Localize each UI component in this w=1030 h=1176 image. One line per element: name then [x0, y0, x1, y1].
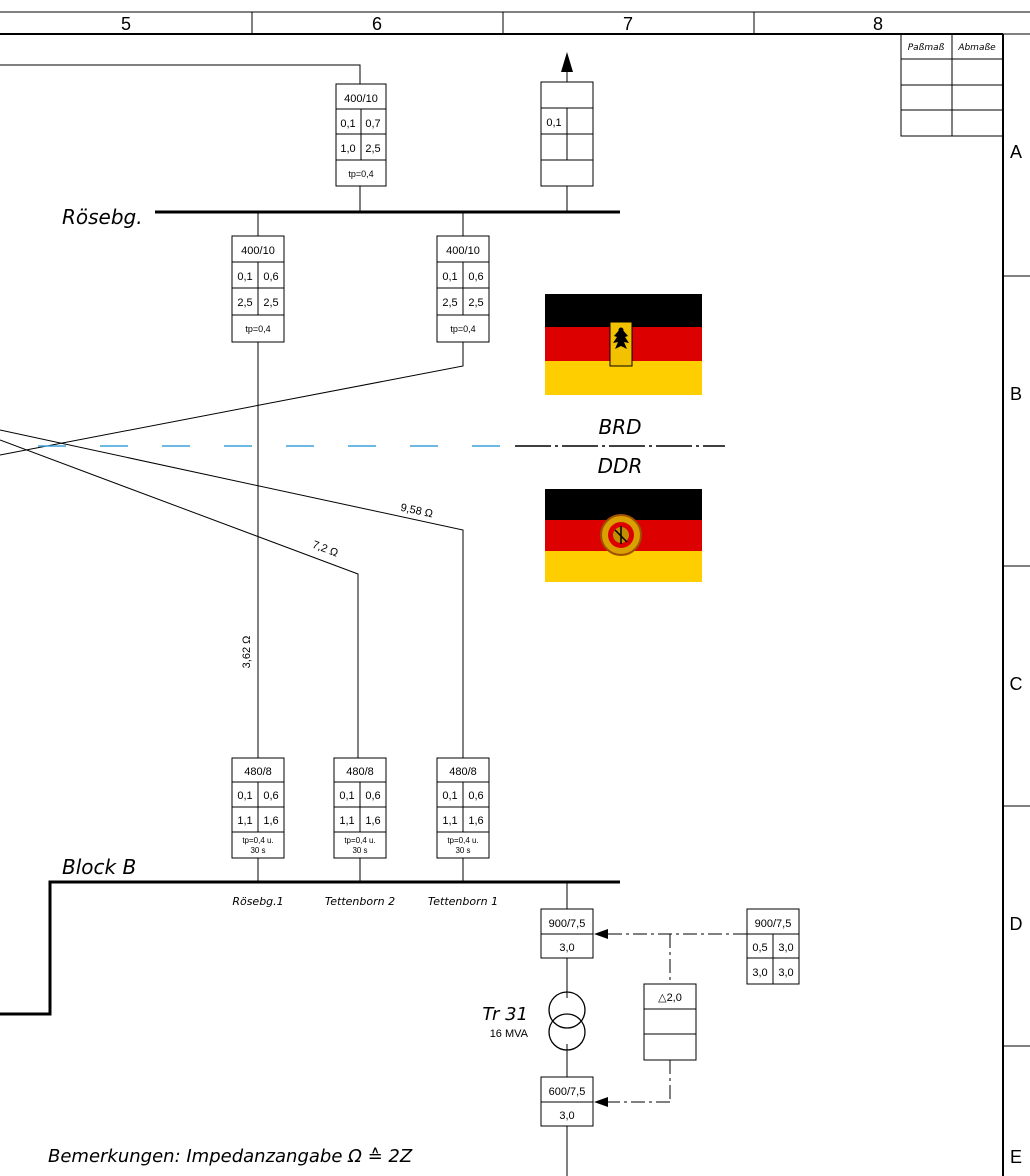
- relay-bot-2-r2c1: 1,1: [339, 815, 354, 827]
- arrow-left-icon: [594, 1097, 608, 1107]
- relay-boxes: [231, 81, 800, 1127]
- relay-mid-a-r1c2: 0,6: [263, 271, 278, 283]
- relay-mid-b-r1c1: 0,1: [442, 271, 457, 283]
- relay-bot-3-r1c2: 0,6: [468, 790, 483, 802]
- impedance-label-z1: 3,62 Ω: [241, 636, 253, 669]
- busbar-block-b: [0, 880, 620, 1016]
- grid-row-b: B: [1010, 384, 1022, 404]
- busbar-block-b-label: Block B: [62, 855, 136, 879]
- relay-mid-b-r1c2: 0,6: [468, 271, 483, 283]
- relay-mid-a-title: 400/10: [241, 245, 275, 257]
- arrow-up-icon: [561, 52, 573, 72]
- feeder-label-tettenborn1: Tettenborn 1: [428, 895, 498, 908]
- connection-lines: [0, 64, 568, 1176]
- relay-mid-a-r1c1: 0,1: [237, 271, 252, 283]
- tolerance-col-deviation: Abmaße: [957, 43, 996, 53]
- relay-tr-hv-title: 900/7,5: [549, 918, 586, 930]
- relay-mid-a-r2c1: 2,5: [237, 297, 252, 309]
- transformer-windings-icon: [548, 991, 586, 1051]
- relay-bot-2-r2c2: 1,6: [365, 815, 380, 827]
- relay-diff-title: 900/7,5: [755, 918, 792, 930]
- relay-mid-a-r2c2: 2,5: [263, 297, 278, 309]
- border-label-ddr: DDR: [598, 454, 643, 478]
- feeder-label-roesebg1: Rösebg.1: [232, 895, 283, 908]
- relay-tr-lv-value: 3,0: [559, 1110, 574, 1122]
- relay-mid-a: [231, 235, 285, 343]
- relay-bot-3-r2c2: 1,6: [468, 815, 483, 827]
- relay-bot-3-title: 480/8: [449, 766, 477, 778]
- relay-tr-lv-title: 600/7,5: [549, 1086, 586, 1098]
- relay-bot-1-foot1: tp=0,4 u.: [242, 836, 273, 845]
- tolerance-col-fit: Paßmaß: [908, 43, 945, 53]
- grid-col-6: 6: [372, 14, 382, 34]
- relay-bot-3-foot2: 30 s: [455, 846, 470, 855]
- control-lines: [600, 933, 747, 1103]
- relay-tr-hv-value: 3,0: [559, 942, 574, 954]
- relay-top-b-r1c1: 0,1: [546, 117, 561, 129]
- remarks-text: Bemerkungen: Impedanzangabe Ω ≙ 2Z: [48, 1146, 413, 1167]
- relay-mid-b-r2c1: 2,5: [442, 297, 457, 309]
- grid-row-a: A: [1010, 142, 1022, 162]
- relay-bot-2: [333, 757, 387, 859]
- busbar-lines: [0, 210, 620, 1016]
- relay-bot-1-r1c1: 0,1: [237, 790, 252, 802]
- relay-bot-2-title: 480/8: [346, 766, 374, 778]
- relay-top-a-r2c1: 1,0: [340, 143, 355, 155]
- relay-bot-3: [436, 757, 490, 859]
- relay-bot-2-foot2: 30 s: [352, 846, 367, 855]
- relay-bot-3-r1c1: 0,1: [442, 790, 457, 802]
- arrow-left-icon: [594, 929, 608, 939]
- impedance-label-z2: 7,2 Ω: [311, 539, 340, 560]
- relay-top-a-title: 400/10: [344, 93, 378, 105]
- relay-bot-3-foot1: tp=0,4 u.: [447, 836, 478, 845]
- relay-bot-3-r2c1: 1,1: [442, 815, 457, 827]
- relay-diff-r1c1: 0,5: [752, 942, 767, 954]
- relay-bot-2-foot1: tp=0,4 u.: [344, 836, 375, 845]
- relay-bot-1-r2c2: 1,6: [263, 815, 278, 827]
- relay-diff-r2c1: 3,0: [752, 967, 767, 979]
- relay-top-a-r1c2: 0,7: [365, 118, 380, 130]
- drawing-frame: [0, 11, 1030, 1176]
- relay-bot-1-r1c2: 0,6: [263, 790, 278, 802]
- relay-delta-title: △2,0: [658, 992, 682, 1004]
- relay-top-a-foot: tp=0,4: [348, 169, 373, 179]
- grid-col-5: 5: [121, 14, 131, 34]
- relay-mid-a-foot: tp=0,4: [245, 324, 270, 334]
- relay-bot-1-title: 480/8: [244, 766, 272, 778]
- relay-mid-b-title: 400/10: [446, 245, 480, 257]
- relay-top-a-r2c2: 2,5: [365, 143, 380, 155]
- relay-bot-2-r1c1: 0,1: [339, 790, 354, 802]
- transformer-rating: 16 MVA: [490, 1028, 529, 1040]
- relay-mid-b: [436, 235, 490, 343]
- relay-diff-r1c2: 3,0: [778, 942, 793, 954]
- grid-col-7: 7: [623, 14, 633, 34]
- border-label-brd: BRD: [598, 415, 641, 439]
- relay-bot-1-foot2: 30 s: [250, 846, 265, 855]
- relay-bot-2-r1c2: 0,6: [365, 790, 380, 802]
- grid-row-d: D: [1010, 914, 1023, 934]
- relay-mid-b-r2c2: 2,5: [468, 297, 483, 309]
- relay-bot-1: [231, 757, 285, 859]
- relay-top-a-r1c1: 0,1: [340, 118, 355, 130]
- relay-diff-r2c2: 3,0: [778, 967, 793, 979]
- grid-col-8: 8: [873, 14, 883, 34]
- flag-ddr-icon: [545, 489, 702, 582]
- relay-top-a: [335, 83, 387, 187]
- transformer-name: Tr 31: [482, 1004, 528, 1025]
- tolerance-table: [900, 33, 1004, 137]
- relay-bot-1-r2c1: 1,1: [237, 815, 252, 827]
- feeder-label-tettenborn2: Tettenborn 2: [325, 895, 395, 908]
- busbar-roesebg-label: Rösebg.: [62, 205, 143, 229]
- relay-mid-b-foot: tp=0,4: [450, 324, 475, 334]
- grid-row-e: E: [1010, 1147, 1022, 1167]
- grid-row-c: C: [1010, 674, 1023, 694]
- flag-brd-icon: [545, 294, 702, 395]
